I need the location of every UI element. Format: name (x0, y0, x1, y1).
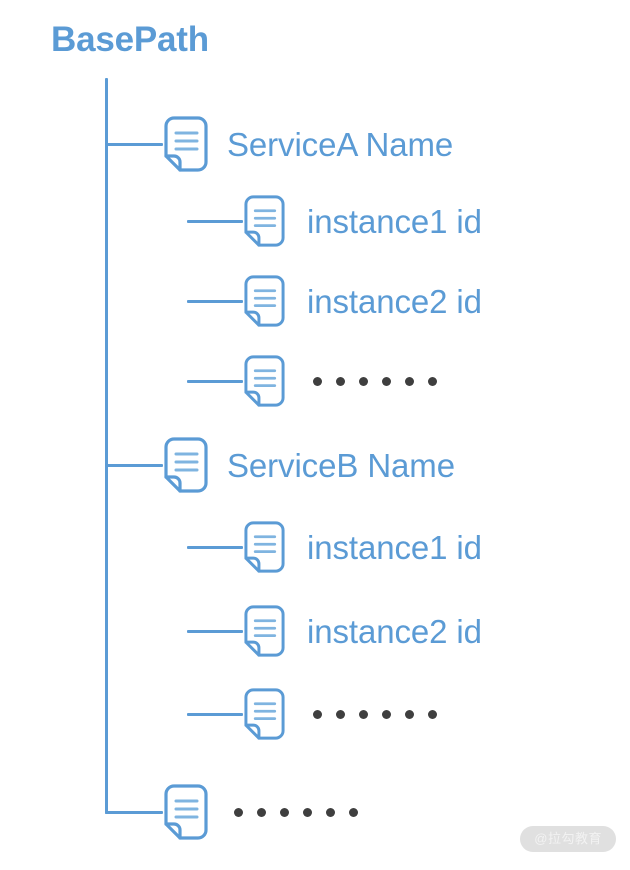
tree-node[interactable] (187, 682, 437, 746)
document-icon (244, 275, 285, 327)
ellipsis-dots (313, 709, 437, 719)
ellipsis-dot (336, 376, 345, 386)
document-icon (244, 605, 285, 657)
ellipsis-dot (405, 709, 414, 719)
tree-connector-line (105, 463, 163, 467)
tree-node-label: ServiceA Name (227, 125, 454, 163)
ellipsis-dot (280, 807, 289, 817)
page-title: BasePath (51, 20, 209, 59)
tree-node[interactable]: instance2 id (187, 269, 482, 333)
ellipsis-dot (428, 376, 437, 386)
ellipsis-dot (359, 709, 368, 719)
tree-connector-line (187, 629, 243, 633)
ellipsis-dot (428, 709, 437, 719)
document-icon (164, 784, 208, 840)
tree-node-label: ServiceB Name (227, 446, 455, 484)
ellipsis-dot (326, 807, 335, 817)
ellipsis-dot (382, 709, 391, 719)
tree-node[interactable] (105, 780, 358, 844)
tree-node[interactable]: instance2 id (187, 599, 482, 663)
tree-connector-line (187, 299, 243, 303)
document-icon (164, 437, 208, 493)
document-icon (164, 116, 208, 172)
tree-node[interactable]: instance1 id (187, 515, 482, 579)
tree-node-label: instance1 id (307, 528, 482, 566)
ellipsis-dot (349, 807, 358, 817)
document-icon (244, 688, 285, 740)
tree-node[interactable]: ServiceB Name (105, 433, 455, 497)
tree-connector-line (105, 142, 163, 146)
tree-node[interactable]: instance1 id (187, 189, 482, 253)
tree-connector-line (187, 219, 243, 223)
document-icon (244, 521, 285, 573)
ellipsis-dot (336, 709, 345, 719)
tree-node[interactable]: ServiceA Name (105, 112, 453, 176)
ellipsis-dots (313, 376, 437, 386)
document-icon (244, 195, 285, 247)
tree-connector-line (187, 545, 243, 549)
ellipsis-dot (313, 376, 322, 386)
ellipsis-dot (313, 709, 322, 719)
ellipsis-dot (359, 376, 368, 386)
ellipsis-dot (303, 807, 312, 817)
tree-node-label: instance2 id (307, 282, 482, 320)
tree-connector-line (187, 379, 243, 383)
tree-connector-line (105, 810, 163, 814)
tree-trunk-line (105, 78, 108, 814)
ellipsis-dot (234, 807, 243, 817)
tree-node-label: instance1 id (307, 202, 482, 240)
ellipsis-dot (382, 376, 391, 386)
ellipsis-dot (257, 807, 266, 817)
ellipsis-dots (234, 807, 358, 817)
ellipsis-dot (405, 376, 414, 386)
watermark-badge: @拉勾教育 (520, 826, 616, 852)
tree-connector-line (187, 712, 243, 716)
tree-node[interactable] (187, 349, 437, 413)
document-icon (244, 355, 285, 407)
tree-node-label: instance2 id (307, 612, 482, 650)
